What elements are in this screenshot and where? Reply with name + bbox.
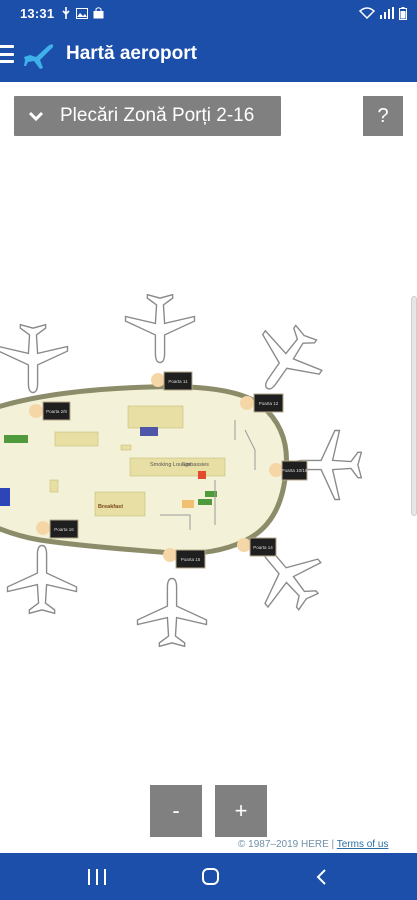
wifi-icon [359, 7, 375, 19]
zone-dropdown[interactable]: Plecări Zonă Porți 2-16 [14, 96, 281, 136]
gate-label: Poarta 2/8 [46, 409, 67, 414]
status-left-icons [61, 7, 104, 19]
gate-label: Poarta 16 [54, 527, 74, 532]
parked-plane [238, 312, 336, 409]
home-icon[interactable] [202, 868, 219, 885]
gate-marker[interactable]: Poarta 11 [151, 371, 193, 391]
gate-label: Poarta 12 [259, 401, 279, 406]
system-nav-bar [0, 853, 417, 900]
image-icon [76, 7, 89, 19]
parked-plane [124, 293, 196, 364]
map-area [49, 479, 59, 493]
hamburger-menu-icon[interactable] [0, 45, 14, 63]
app-bar: Hartă aeroport [0, 26, 417, 82]
back-icon[interactable] [315, 868, 329, 885]
gate-label: Poarta 10/16 [282, 468, 308, 473]
map-scrollbar[interactable] [411, 296, 417, 516]
map-area [182, 500, 194, 508]
map-attribution: © 1987–2019 HERE | Terms of us [238, 839, 388, 850]
gate-marker[interactable]: Poarta 12 [240, 393, 284, 413]
gate-label: Poarta 11 [168, 379, 188, 384]
status-bar: 13:31 [0, 0, 417, 26]
map-area [127, 405, 184, 429]
bag-icon [93, 7, 104, 19]
zoom-out-button[interactable]: - [150, 785, 202, 837]
place-label: Embassies [182, 462, 209, 468]
gate-marker[interactable]: Poarta 10/16 [269, 460, 308, 481]
battery-icon [399, 6, 407, 20]
place-label: Breakfast [98, 504, 123, 510]
gate-marker[interactable]: Poarta 14 [237, 537, 277, 557]
status-right-icons [359, 6, 407, 20]
map-area [198, 471, 206, 479]
map-area [120, 444, 132, 451]
recent-apps-icon[interactable] [88, 868, 106, 885]
status-time: 13:31 [20, 5, 55, 21]
breakfast-area [94, 491, 146, 517]
gate-label: Poarta 14 [253, 545, 273, 550]
map-area [0, 488, 10, 506]
airplane-icon [24, 44, 54, 69]
chevron-down-icon [28, 111, 44, 122]
terms-of-use-link[interactable]: Terms of us [336, 839, 389, 850]
usb-icon [62, 7, 70, 19]
map-area [198, 499, 212, 505]
help-button[interactable]: ? [363, 96, 403, 136]
parked-plane [136, 577, 208, 648]
map-area [205, 491, 217, 497]
map-area [54, 431, 99, 447]
zoom-in-button[interactable]: + [215, 785, 267, 837]
signal-icon [380, 7, 394, 19]
gate-marker[interactable]: Poarta 15 [163, 548, 206, 569]
attribution-copyright: © 1987–2019 HERE | [238, 839, 335, 850]
gate-label: Poarta 15 [181, 557, 201, 562]
gate-marker[interactable]: Poarta 2/8 [29, 401, 71, 421]
map-area [140, 427, 158, 436]
gate-marker[interactable]: Poarta 16 [36, 519, 79, 539]
parked-plane [0, 323, 69, 394]
page-title: Hartă aeroport [66, 43, 197, 64]
map-area [4, 435, 28, 443]
zone-dropdown-label: Plecări Zonă Porți 2-16 [60, 105, 255, 126]
airport-map[interactable]: Smoking Lounge Embassies Breakfast Poart… [0, 280, 417, 660]
parked-plane [6, 544, 78, 615]
place-label: Smoking Lounge [150, 462, 191, 468]
map-walls [160, 420, 256, 530]
